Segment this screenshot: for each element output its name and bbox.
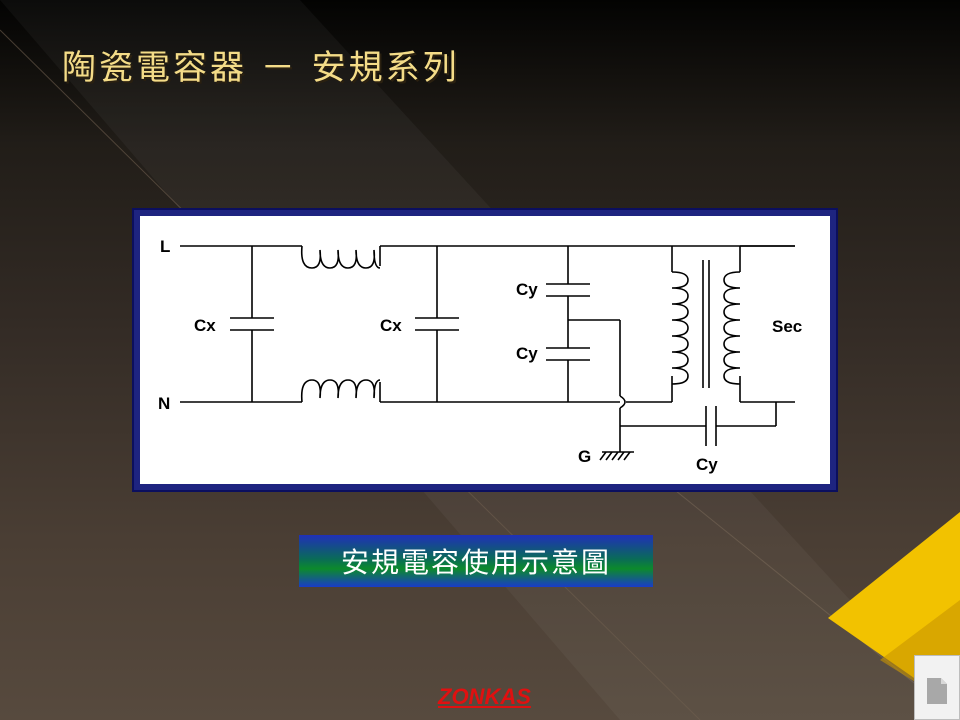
page-icon [927,678,947,704]
diagram-caption: 安規電容使用示意圖 [299,535,653,587]
label-l: L [160,237,170,256]
inductor-bottom [300,379,381,403]
next-page-button[interactable] [914,655,960,720]
ground-hatch-2 [605,451,613,461]
bg-diagonal-line-2 [649,469,960,720]
ground-hatch-5 [623,451,631,461]
label-n: N [158,394,170,413]
ground-hatch-1 [599,451,607,461]
slide-title: 陶瓷電容器 － 安規系列 [62,48,460,88]
secondary-coil [723,271,741,385]
circuit-diagram: L N Cx Cx Cy Cy Cy G Sec [140,216,830,484]
label-ground: G [578,447,591,466]
brand-logo-text: ZONKAS [438,684,531,709]
ground-hatch-3 [611,451,619,461]
circuit-svg: L N Cx Cx Cy Cy Cy G Sec [158,237,802,474]
label-cx-right: Cx [380,316,402,335]
label-cy-top: Cy [516,280,538,299]
label-cx-left: Cx [194,316,216,335]
circuit-diagram-frame: L N Cx Cx Cy Cy Cy G Sec [132,208,838,492]
primary-coil [671,271,689,385]
wire-crossover-hop [619,395,626,409]
label-cy-bottom: Cy [516,344,538,363]
ground-hatch-4 [617,451,625,461]
label-secondary: Sec [772,317,802,336]
inductor-top [300,245,381,269]
label-cy-ground: Cy [696,455,718,474]
